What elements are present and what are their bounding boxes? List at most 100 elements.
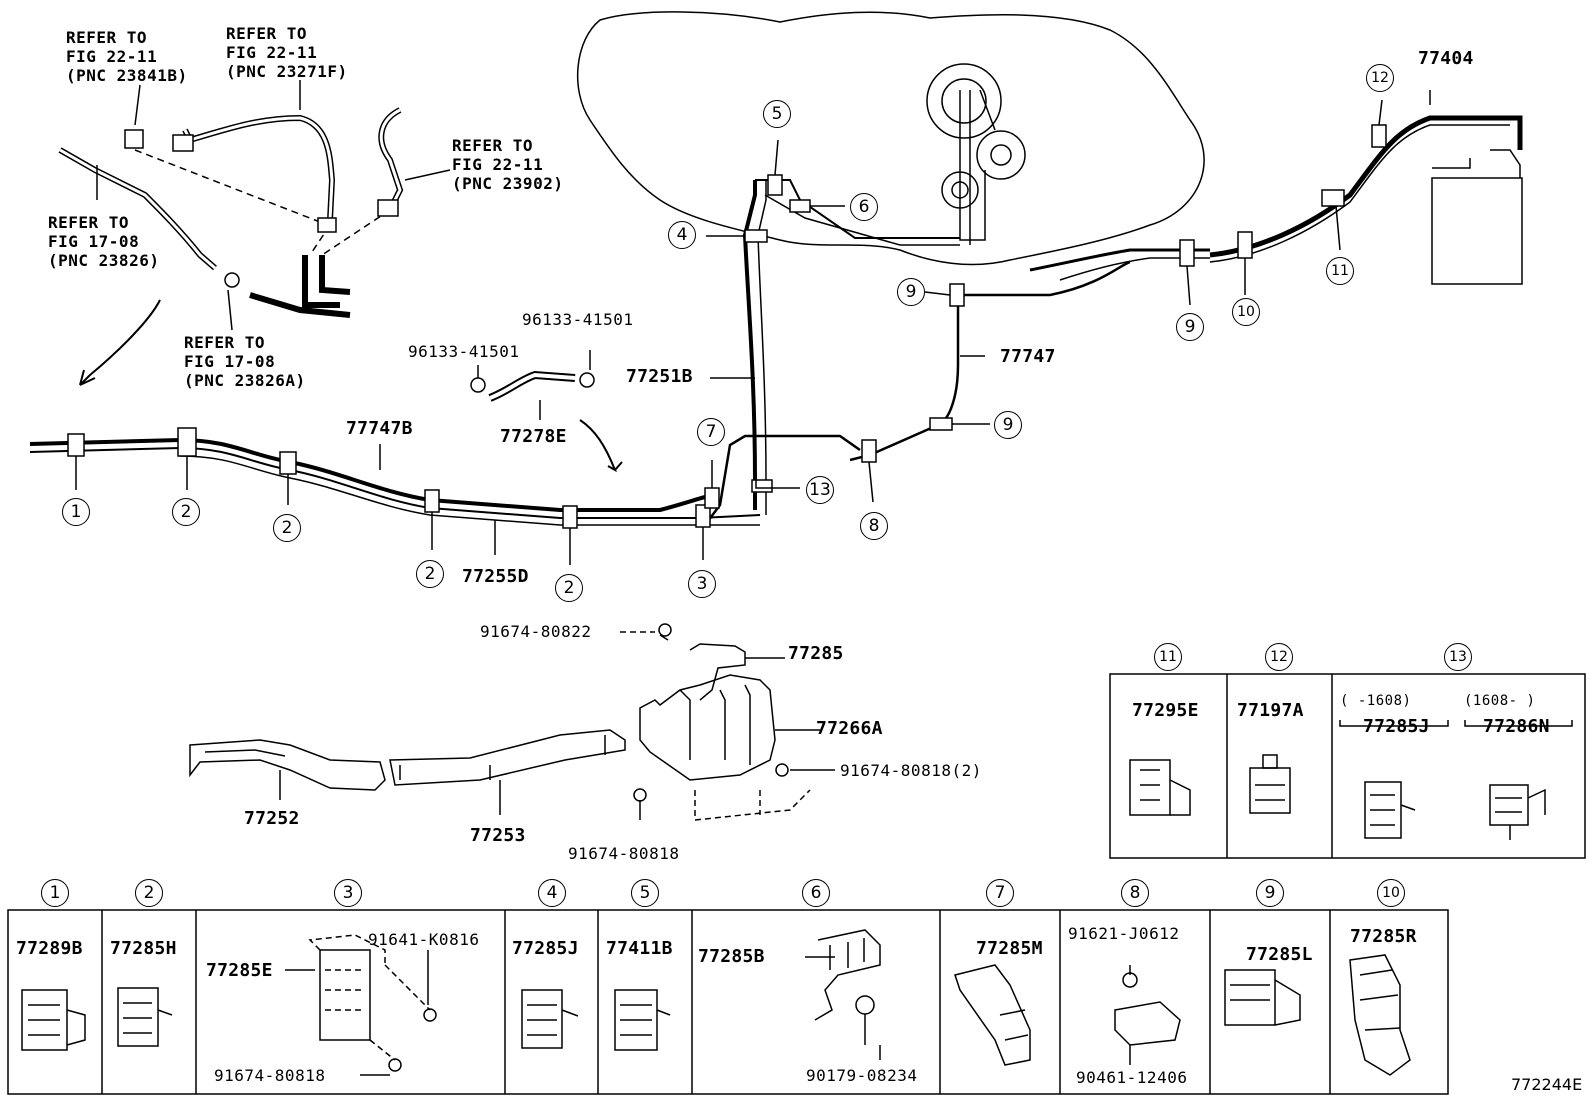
bolt-sketch-91621 xyxy=(1114,965,1181,1065)
bottom-head-10: 10 xyxy=(1377,879,1405,907)
detail-head-11: 11 xyxy=(1154,643,1182,671)
detail-77197A: 77197A xyxy=(1237,700,1304,721)
protector-77252 xyxy=(189,739,386,791)
bolt-91674-80818a xyxy=(633,788,647,802)
detail-table-top xyxy=(1109,673,1586,859)
clamp-sketch-77285M xyxy=(954,964,1031,1066)
bottom-head-6: 6 xyxy=(802,879,830,907)
detail-table-bottom xyxy=(7,909,1449,1095)
protector-77253 xyxy=(389,729,626,786)
pipe-77747B xyxy=(29,437,713,512)
bottom-91621-J0612: 91621-J0612 xyxy=(1068,924,1180,943)
part-96133-41501-a: 96133-41501 xyxy=(408,342,520,361)
part-91674-80822: 91674-80822 xyxy=(480,622,592,641)
callout-2a: 2 xyxy=(172,498,200,526)
bottom-head-4: 4 xyxy=(538,879,566,907)
clamp-sketch-77285H xyxy=(117,987,173,1047)
clamp-sketch-77285B xyxy=(814,929,881,1045)
bottom-head-5: 5 xyxy=(631,879,659,907)
pipe-77255D xyxy=(179,455,760,526)
callout-9a: 9 xyxy=(994,411,1022,439)
clamp-sketch-77285J-top xyxy=(1364,781,1416,839)
bottom-90179-08234: 90179-08234 xyxy=(806,1066,918,1085)
detail-77285J-top: 77285J xyxy=(1363,716,1430,737)
callout-7: 7 xyxy=(697,418,725,446)
clamp-sketch-77411B xyxy=(614,989,671,1051)
pump-ring-medium xyxy=(976,130,1026,180)
bottom-head-1: 1 xyxy=(41,879,69,907)
clamp-sketch-77197A xyxy=(1249,754,1291,814)
detail-head-12: 12 xyxy=(1265,643,1293,671)
diagram-id: 772244E xyxy=(1511,1075,1583,1094)
protector-77266A xyxy=(639,674,776,781)
callout-6: 6 xyxy=(850,193,878,221)
bottom-77411B: 77411B xyxy=(606,938,673,959)
detail-head-13: 13 xyxy=(1444,643,1472,671)
clamp-sketch-77289B xyxy=(21,989,86,1051)
bottom-head-3: 3 xyxy=(334,879,362,907)
pipe-77404 xyxy=(1209,115,1523,258)
bottom-head-7: 7 xyxy=(986,879,1014,907)
bottom-77285M: 77285M xyxy=(976,938,1043,959)
bolt-91674-80822 xyxy=(658,623,672,637)
part-77278E: 77278E xyxy=(500,426,567,447)
bottom-77285B: 77285B xyxy=(698,946,765,967)
part-77252: 77252 xyxy=(244,808,300,829)
part-77253: 77253 xyxy=(470,825,526,846)
hose-inner xyxy=(489,372,576,400)
callout-11: 11 xyxy=(1326,257,1354,285)
clamp-sketch-77285R xyxy=(1349,954,1411,1076)
clamp-sketch-77285J xyxy=(521,989,579,1049)
part-96133-41501-b: 96133-41501 xyxy=(522,310,634,329)
bottom-91674-80818: 91674-80818 xyxy=(214,1066,326,1085)
part-77251B: 77251B xyxy=(626,366,693,387)
bottom-77285L: 77285L xyxy=(1246,944,1313,965)
pump-ring-large xyxy=(926,63,1002,139)
detail-range-b: (1608- ) xyxy=(1464,693,1536,709)
bottom-77285H: 77285H xyxy=(110,938,177,959)
clamp-sketch-77285L xyxy=(1224,969,1301,1026)
bottom-77285E: 77285E xyxy=(206,960,273,981)
arrow-down xyxy=(579,419,623,473)
callout-2b: 2 xyxy=(273,514,301,542)
bottom-head-2: 2 xyxy=(135,879,163,907)
bracket-77285 xyxy=(689,643,746,701)
part-77266A: 77266A xyxy=(816,718,883,739)
detail-77295E: 77295E xyxy=(1132,700,1199,721)
callout-8: 8 xyxy=(860,512,888,540)
callout-2d: 2 xyxy=(555,574,583,602)
detail-77286N: 77286N xyxy=(1483,716,1550,737)
callout-5: 5 xyxy=(763,100,791,128)
clamp-sketch-77295E xyxy=(1129,759,1191,816)
part-77255D: 77255D xyxy=(462,566,529,587)
part-77285: 77285 xyxy=(788,643,844,664)
callout-12: 12 xyxy=(1366,64,1394,92)
fuel-tank-outline xyxy=(577,11,1205,266)
part-77747: 77747 xyxy=(1000,346,1056,367)
bottom-head-9: 9 xyxy=(1256,879,1284,907)
part-77747B: 77747B xyxy=(346,418,413,439)
clamp-sketch-77285E xyxy=(308,934,437,1072)
callout-3: 3 xyxy=(688,570,716,598)
callout-1: 1 xyxy=(62,498,90,526)
callout-9c: 9 xyxy=(1176,313,1204,341)
callout-2c: 2 xyxy=(416,560,444,588)
bottom-90461-12406: 90461-12406 xyxy=(1076,1068,1188,1087)
callout-10: 10 xyxy=(1232,298,1260,326)
pipe-77747 xyxy=(958,260,1131,297)
part-77404: 77404 xyxy=(1418,48,1474,69)
callout-13: 13 xyxy=(806,476,834,504)
detail-range-a: ( -1608) xyxy=(1340,693,1412,709)
bottom-77285R: 77285R xyxy=(1350,926,1417,947)
clamp-sketch-77286N xyxy=(1489,784,1546,840)
part-91674-80818: 91674-80818 xyxy=(568,844,680,863)
bolt-91674-80818b xyxy=(775,763,789,777)
clip-96133-b xyxy=(579,372,595,388)
callout-4: 4 xyxy=(668,221,696,249)
clip-96133-a xyxy=(470,377,486,393)
bottom-77289B: 77289B xyxy=(16,938,83,959)
